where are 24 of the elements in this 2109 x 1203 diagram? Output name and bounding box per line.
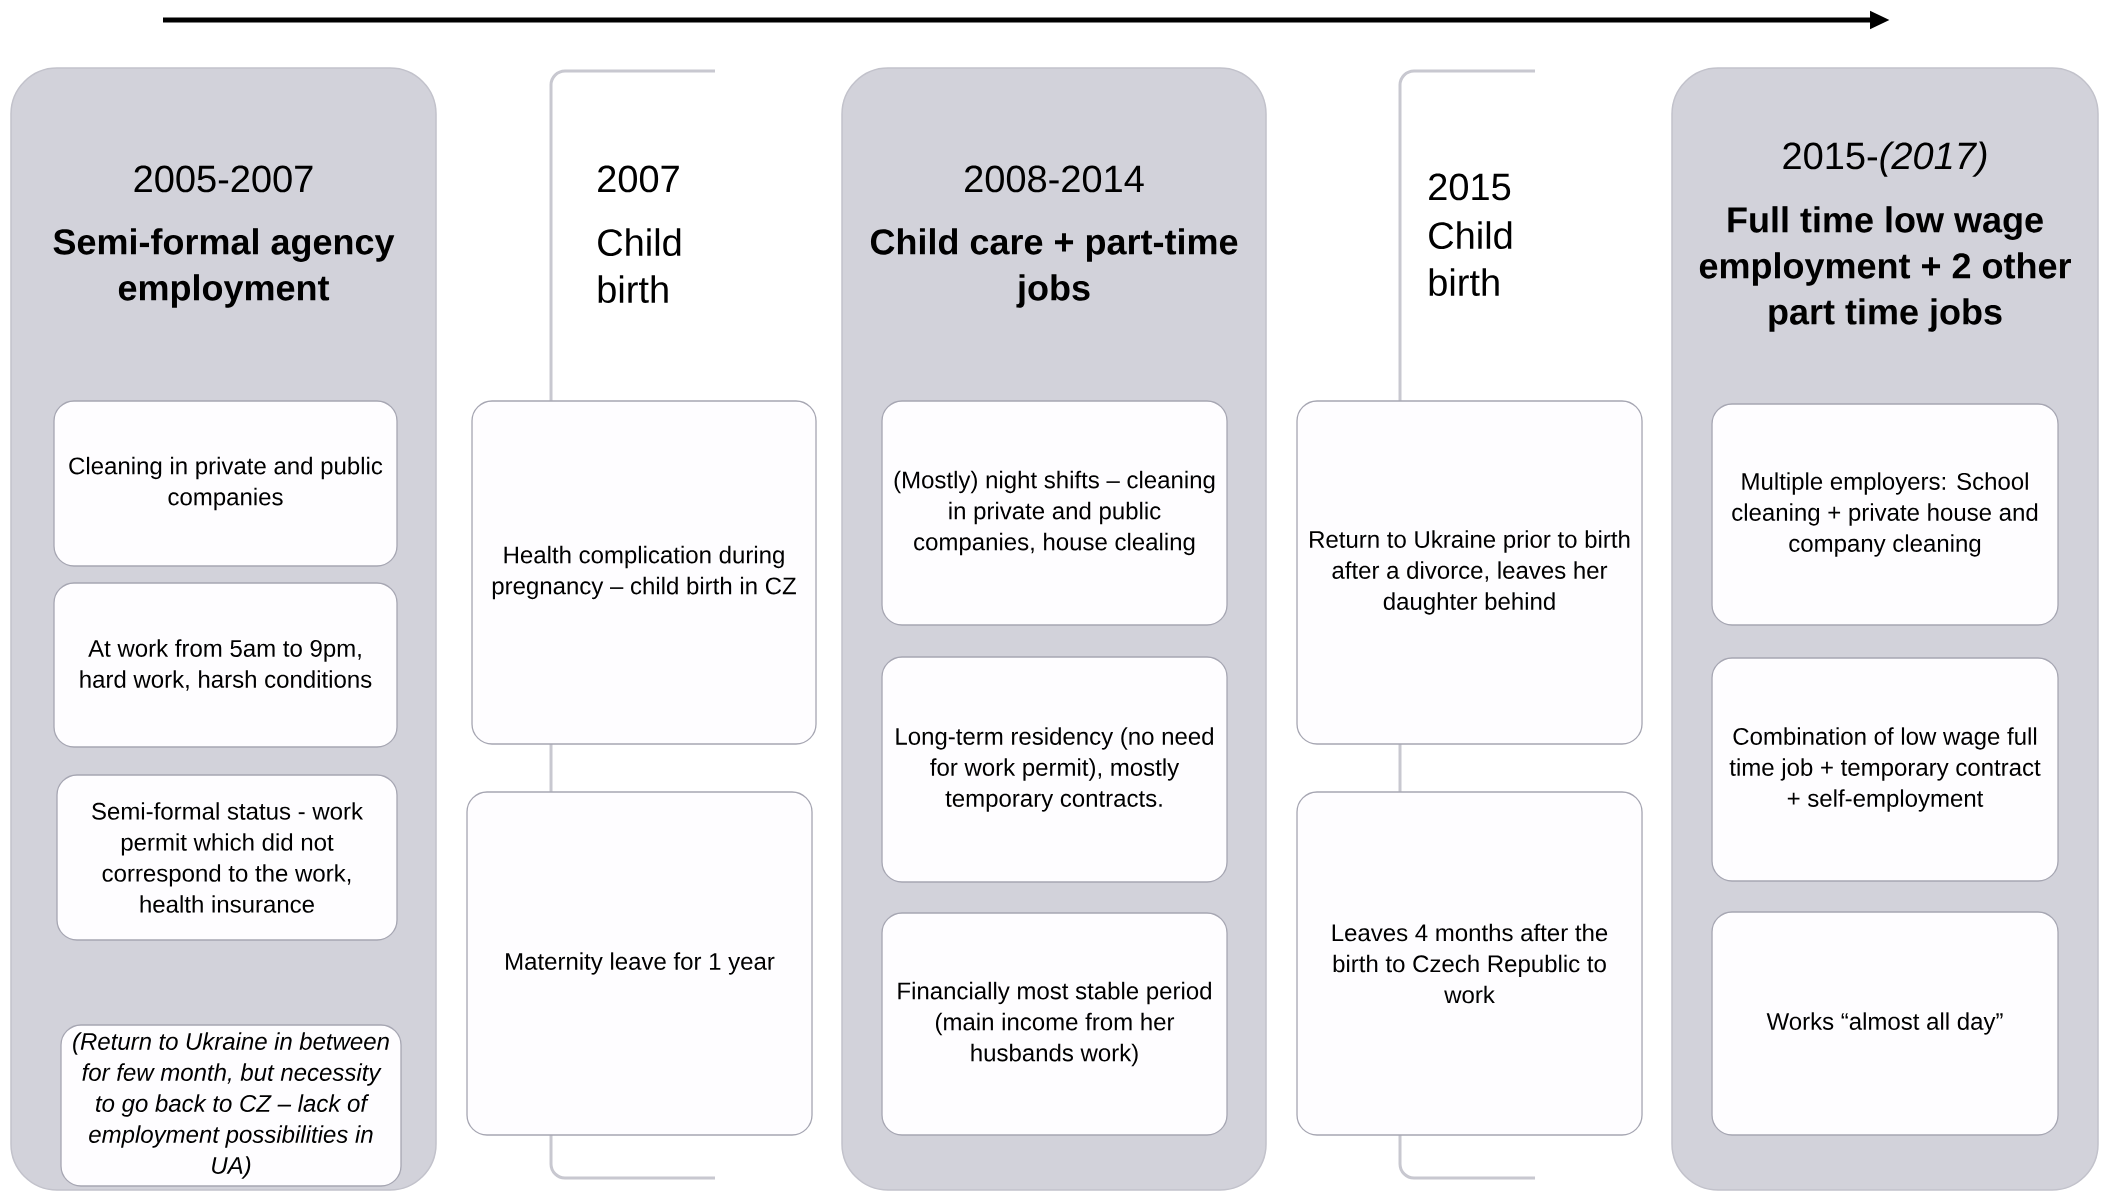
- text-box: (Mostly) night shifts – cleaning in private and public companies, house clealing: [881, 400, 1228, 626]
- text-box: (Return to Ukraine in between for few month, but necessity to go back to CZ – lack of employment possibilities in UA): [60, 1024, 402, 1187]
- text-box: Financially most stable period (main income from her husbands work): [881, 912, 1228, 1136]
- text-box: Maternity leave for 1 year: [466, 791, 813, 1136]
- year-label: 2007: [598, 165, 679, 193]
- period-heading: Full time low wage employment + 2 other part time jobs: [1699, 206, 2071, 332]
- year-label: 2005-2007: [134, 165, 313, 193]
- text-box: Return to Ukraine prior to birth after a divorce, leaves her daughter behind: [1296, 400, 1643, 745]
- period-heading: Semi-formal agency employment: [53, 228, 395, 308]
- period-heading: Child care + part-time jobs: [870, 228, 1238, 308]
- text-box: Long-term residency (no need for work permit), mostly temporary contracts.: [881, 656, 1228, 883]
- text-box: Semi-formal status - work permit which did not correspond to the work, health insurance: [56, 774, 398, 941]
- text-box: At work from 5am to 9pm, hard work, harsh conditions: [53, 582, 398, 748]
- event-label: Child birth: [1429, 221, 1512, 297]
- text-box: Cleaning in private and public companies: [53, 400, 398, 567]
- text-box: Health complication during pregnancy – child birth in CZ: [471, 400, 817, 745]
- text-box: Works “almost all day”: [1711, 911, 2059, 1136]
- text-box: Combination of low wage full time job + temporary contract + self-employment: [1711, 657, 2059, 882]
- event-label: Child birth: [598, 228, 681, 304]
- text-box: Multiple employers: School cleaning + private house and company cleaning: [1711, 403, 2059, 626]
- year-label: 2015: [1429, 173, 1511, 201]
- year-label: 2008-2014: [965, 165, 1144, 193]
- text-box: Leaves 4 months after the birth to Czech Republic to work: [1296, 791, 1643, 1136]
- year-label: 2015-(2017): [1783, 141, 1987, 177]
